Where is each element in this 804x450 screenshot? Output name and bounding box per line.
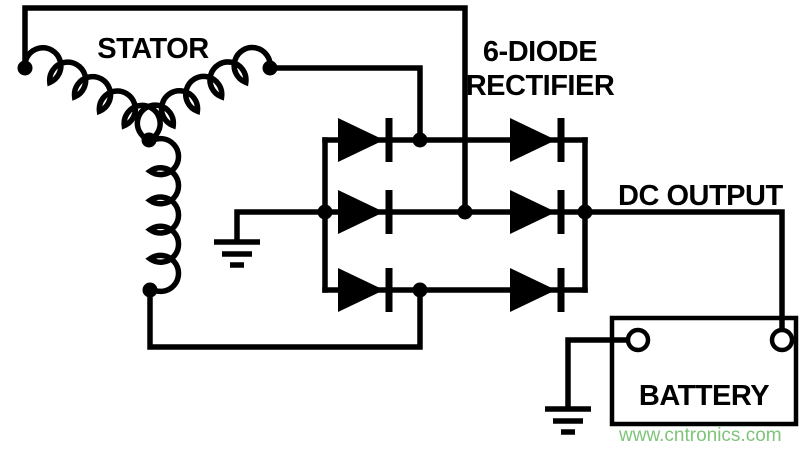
wire-phase-b [267, 65, 423, 143]
wire-phase-c [147, 287, 423, 350]
junction-dot [577, 204, 593, 220]
junction-dot [412, 282, 428, 298]
stator-coil-bottom [145, 135, 182, 295]
stator-coil-right [134, 44, 273, 143]
junction-dot [457, 204, 473, 220]
rectifier-label-line2: RECTIFIER [466, 70, 615, 102]
diode-left-middle [338, 190, 389, 234]
wire-ground-tap [234, 209, 328, 243]
diode-right-top [510, 118, 561, 162]
junction-dot [142, 282, 158, 298]
dc-output-label: DC OUTPUT [618, 180, 783, 212]
ground-symbol-battery [545, 409, 591, 432]
junction-dot [317, 204, 333, 220]
junction-dot [141, 132, 157, 148]
wire-battery-ground [565, 337, 632, 410]
rectifier-label-line1: 6-DIODE [483, 36, 597, 68]
diode-left-top [338, 118, 389, 162]
wire-dc-output [582, 209, 785, 334]
stator-label: STATOR [97, 33, 209, 65]
junction-dot [412, 132, 428, 148]
diode-left-bottom [338, 268, 389, 312]
ground-symbol-rectifier [214, 242, 260, 265]
diode-right-middle [510, 190, 561, 234]
battery-terminal-positive [769, 327, 795, 353]
battery-terminal-negative [625, 327, 651, 353]
stator-coil-left [22, 45, 163, 143]
battery-label: BATTERY [639, 380, 769, 412]
watermark-text: www.cntronics.com [618, 425, 782, 446]
junction-dot [262, 60, 278, 76]
wire-phase-a [22, 5, 468, 215]
diode-right-bottom [510, 268, 561, 312]
junction-dot [17, 60, 33, 76]
